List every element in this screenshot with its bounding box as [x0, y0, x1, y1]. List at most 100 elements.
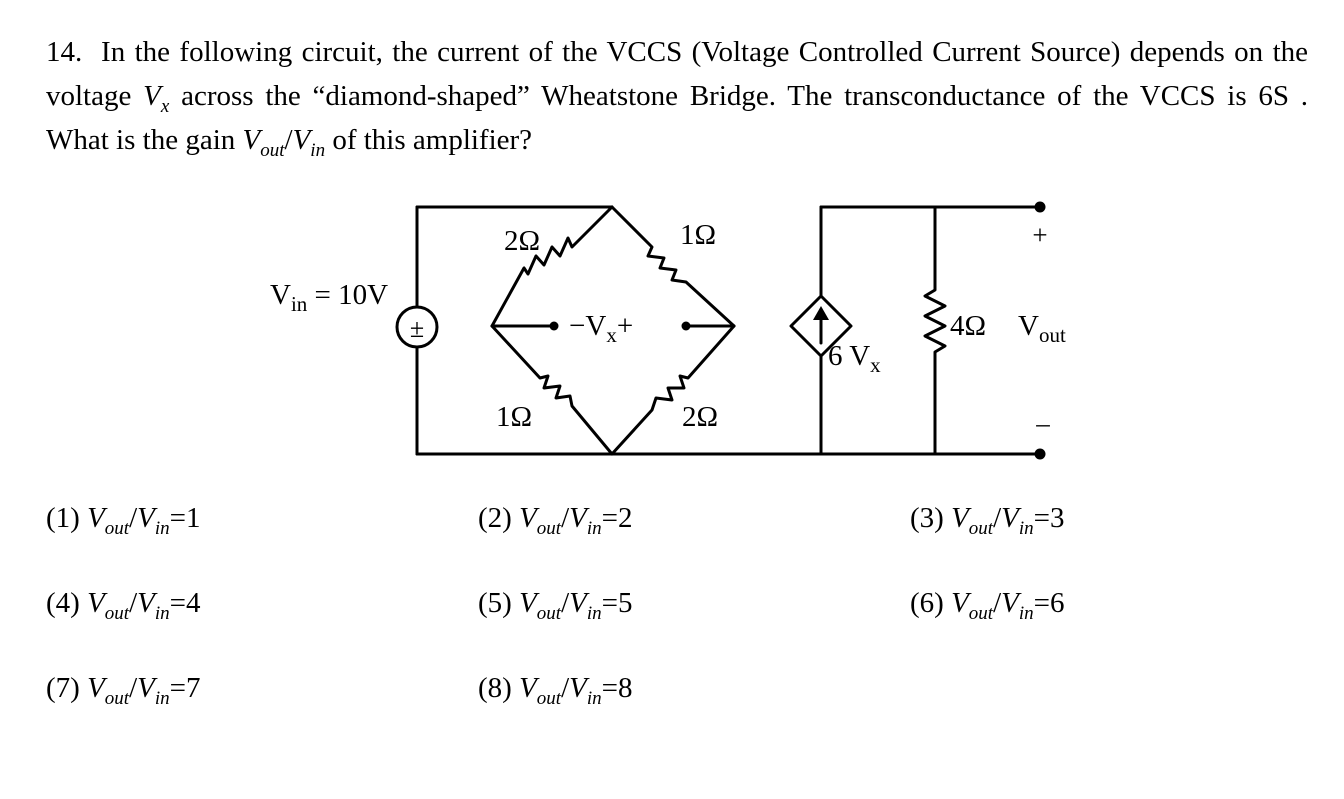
resistor-load	[923, 205, 947, 456]
option-ratio: Vout/Vin	[951, 587, 1034, 623]
resistor-top-right	[610, 205, 736, 328]
r-load-label: 4Ω	[950, 310, 986, 342]
ratio-denominator: V	[137, 502, 155, 534]
option-ratio: Vout/Vin	[951, 502, 1034, 538]
vx-plus-node	[681, 321, 691, 331]
ratio-slash: /	[129, 587, 138, 619]
ratio-numerator: V	[87, 502, 105, 534]
ratio-slash: /	[129, 672, 138, 704]
option-ratio: Vout/Vin	[87, 587, 170, 623]
vx-minus-node	[549, 321, 559, 331]
vx-symbol: Vx	[143, 80, 170, 117]
ratio-slash: /	[993, 502, 1002, 534]
ratio-slash: /	[129, 502, 138, 534]
answer-option: (5) Vout/Vin=5	[478, 585, 633, 623]
ratio-slash: /	[561, 587, 570, 619]
ratio-denominator-sub: in	[586, 603, 602, 624]
question-text: 14. In the following circuit, the curren…	[46, 30, 1308, 162]
resistor-top-left	[490, 205, 614, 328]
ratio-denominator: V	[1001, 587, 1019, 619]
output-terminal-bottom	[1034, 448, 1046, 460]
minus-sign: –	[1035, 408, 1050, 438]
ratio-numerator-sub: out	[104, 603, 130, 624]
option-number: (6)	[910, 587, 952, 619]
r-bottom-right-label: 2Ω	[682, 401, 718, 433]
ratio-denominator: V	[1001, 502, 1019, 534]
ratio-numerator-sub: out	[968, 518, 994, 539]
question-part1: In the following circuit, the current of…	[46, 36, 1308, 112]
ratio-numerator: V	[519, 587, 537, 619]
ratio-denominator-sub: in	[154, 688, 170, 709]
ratio-slash: /	[993, 587, 1002, 619]
ratio-denominator: V	[137, 672, 155, 704]
option-ratio: Vout/Vin	[87, 502, 170, 538]
question-part3: of this amplifier?	[332, 124, 533, 156]
option-value: =4	[169, 587, 201, 619]
plus-sign: +	[1032, 220, 1047, 250]
source-symbol: ±	[410, 314, 424, 343]
ratio-denominator-sub: in	[586, 518, 602, 539]
option-value: =5	[601, 587, 633, 619]
option-number: (4)	[46, 587, 88, 619]
answer-option: (1) Vout/Vin=1	[46, 500, 201, 538]
ratio-slash: /	[561, 672, 570, 704]
answer-option: (3) Vout/Vin=3	[910, 500, 1065, 538]
gain-symbol: Vout/Vin	[242, 124, 326, 161]
option-number: (7)	[46, 672, 88, 704]
option-number: (8)	[478, 672, 520, 704]
option-value: =3	[1033, 502, 1065, 534]
ratio-numerator: V	[87, 672, 105, 704]
ratio-numerator: V	[519, 672, 537, 704]
answer-option: (4) Vout/Vin=4	[46, 585, 201, 623]
option-value: =6	[1033, 587, 1065, 619]
answer-option: (8) Vout/Vin=8	[478, 670, 633, 708]
ratio-denominator: V	[569, 587, 587, 619]
option-number: (1)	[46, 502, 88, 534]
vccs-arrow-icon	[813, 306, 829, 320]
ratio-denominator: V	[569, 502, 587, 534]
answer-option: (7) Vout/Vin=7	[46, 670, 201, 708]
option-ratio: Vout/Vin	[87, 672, 170, 708]
ratio-denominator: V	[137, 587, 155, 619]
option-ratio: Vout/Vin	[519, 587, 602, 623]
r-bottom-left-label: 1Ω	[496, 401, 532, 433]
question-number: 14.	[46, 36, 83, 68]
ratio-slash: /	[561, 502, 570, 534]
answer-option: (6) Vout/Vin=6	[910, 585, 1065, 623]
option-value: =8	[601, 672, 633, 704]
ratio-numerator-sub: out	[104, 688, 130, 709]
ratio-numerator: V	[951, 587, 969, 619]
question-part2: across the “diamond-shaped” Wheatstone B…	[46, 80, 1309, 156]
resistor-bottom-right	[610, 324, 736, 456]
ratio-denominator-sub: in	[1018, 603, 1034, 624]
ratio-numerator: V	[87, 587, 105, 619]
r-top-right-label: 1Ω	[680, 219, 716, 251]
ratio-numerator-sub: out	[536, 688, 562, 709]
option-value: =1	[169, 502, 201, 534]
answer-option: (2) Vout/Vin=2	[478, 500, 633, 538]
option-ratio: Vout/Vin	[519, 502, 602, 538]
option-number: (2)	[478, 502, 520, 534]
resistor-bottom-left	[490, 324, 614, 456]
ratio-numerator-sub: out	[536, 518, 562, 539]
ratio-numerator: V	[951, 502, 969, 534]
ratio-denominator: V	[569, 672, 587, 704]
option-number: (3)	[910, 502, 952, 534]
option-ratio: Vout/Vin	[519, 672, 602, 708]
r-top-left-label: 2Ω	[504, 225, 540, 257]
vccs-diamond	[789, 294, 853, 358]
vout-label: Vout	[1018, 310, 1066, 347]
option-value: =7	[169, 672, 201, 704]
ratio-numerator-sub: out	[104, 518, 130, 539]
voltage-source	[395, 305, 439, 349]
vx-label: −Vx+	[569, 310, 633, 347]
option-value: =2	[601, 502, 633, 534]
ratio-denominator-sub: in	[154, 518, 170, 539]
source-label: Vin = 10V	[270, 279, 388, 316]
ratio-denominator-sub: in	[1018, 518, 1034, 539]
output-terminal-top	[1034, 201, 1046, 213]
option-number: (5)	[478, 587, 520, 619]
ratio-numerator: V	[519, 502, 537, 534]
vccs-label: 6 Vx	[828, 340, 881, 377]
